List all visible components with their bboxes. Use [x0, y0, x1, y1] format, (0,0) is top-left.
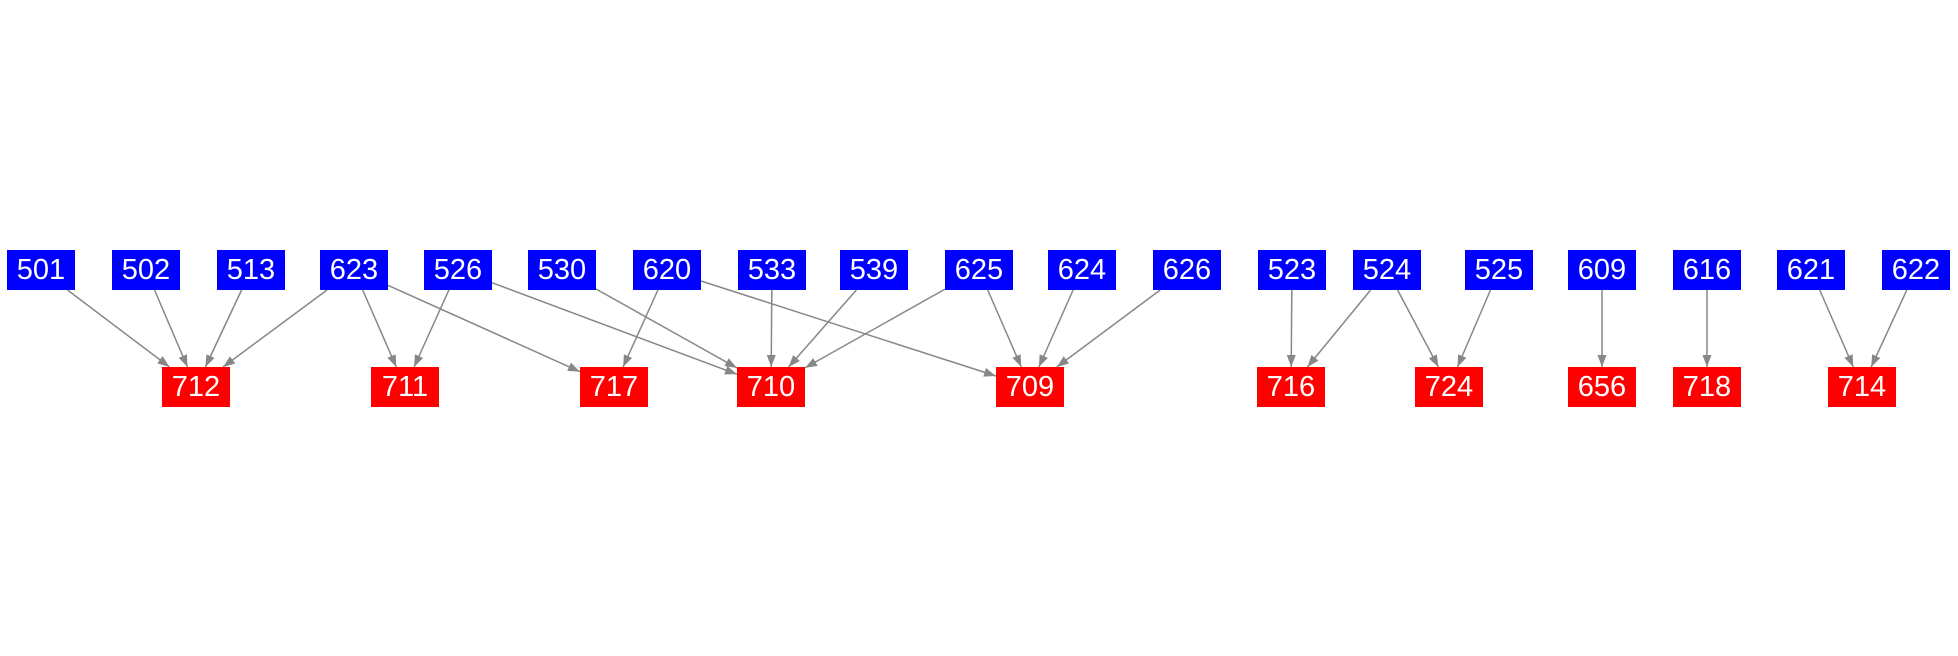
edge-621-714: [1819, 289, 1854, 368]
node-526: 526: [424, 250, 492, 290]
edge-539-710: [788, 289, 857, 368]
node-524: 524: [1353, 250, 1421, 290]
node-621: 621: [1777, 250, 1845, 290]
node-609: 609: [1568, 250, 1636, 290]
node-523: 523: [1258, 250, 1326, 290]
node-716: 716: [1257, 367, 1325, 407]
node-717: 717: [580, 367, 648, 407]
edge-626-709: [1056, 289, 1161, 368]
edge-620-709: [700, 280, 997, 377]
node-709: 709: [996, 367, 1064, 407]
edge-622-714: [1870, 289, 1908, 368]
node-711: 711: [371, 367, 439, 407]
edge-624-709: [1038, 289, 1074, 368]
edge-513-712: [204, 289, 243, 368]
edge-530-710: [595, 288, 738, 369]
edge-501-712: [67, 289, 170, 368]
node-710: 710: [737, 367, 805, 407]
node-624: 624: [1048, 250, 1116, 290]
node-525: 525: [1465, 250, 1533, 290]
edge-526-710: [491, 281, 738, 376]
node-502: 502: [112, 250, 180, 290]
edge-623-717: [387, 284, 581, 373]
node-501: 501: [7, 250, 75, 290]
node-513: 513: [217, 250, 285, 290]
node-625: 625: [945, 250, 1013, 290]
edge-533-710: [766, 289, 776, 368]
edge-524-724: [1396, 289, 1440, 368]
node-620: 620: [633, 250, 701, 290]
edge-625-710: [804, 288, 946, 369]
node-539: 539: [840, 250, 908, 290]
node-714: 714: [1828, 367, 1896, 407]
node-616: 616: [1673, 250, 1741, 290]
edge-524-716: [1306, 289, 1372, 368]
node-530: 530: [528, 250, 596, 290]
node-724: 724: [1415, 367, 1483, 407]
edge-502-712: [153, 289, 189, 368]
edge-620-717: [622, 289, 659, 368]
edge-623-712: [222, 289, 328, 368]
edge-525-724: [1456, 289, 1492, 368]
node-626: 626: [1153, 250, 1221, 290]
node-718: 718: [1673, 367, 1741, 407]
edge-523-716: [1286, 289, 1296, 368]
node-656: 656: [1568, 367, 1636, 407]
edge-623-711: [362, 289, 397, 368]
node-712: 712: [162, 367, 230, 407]
node-623: 623: [320, 250, 388, 290]
edge-625-709: [987, 289, 1022, 368]
node-533: 533: [738, 250, 806, 290]
edge-526-711: [413, 289, 450, 368]
node-622: 622: [1882, 250, 1950, 290]
